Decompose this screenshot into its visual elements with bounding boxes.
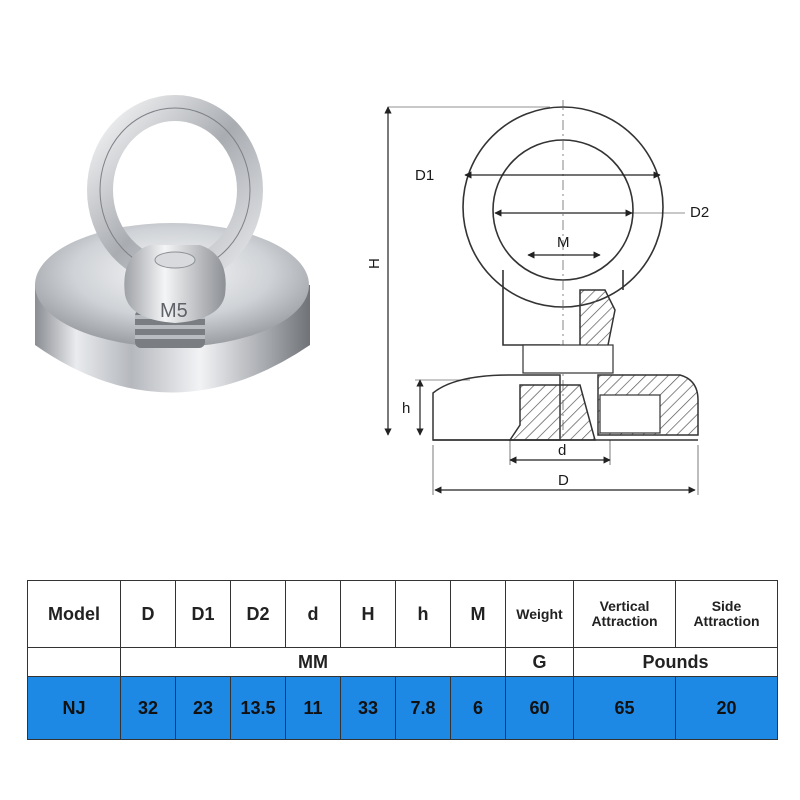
header-side-attraction: Side Attraction bbox=[675, 580, 778, 648]
header-vertical-attraction: Vertical Attraction bbox=[573, 580, 676, 648]
header-vertical-line1: Vertical bbox=[599, 598, 650, 614]
label-H: H bbox=[366, 258, 383, 269]
unit-blank bbox=[27, 647, 121, 677]
value-D1: 23 bbox=[175, 676, 231, 740]
value-vertical: 65 bbox=[573, 676, 676, 740]
label-d: d bbox=[558, 442, 566, 459]
header-side-line1: Side bbox=[711, 598, 742, 614]
header-d: d bbox=[285, 580, 341, 648]
unit-weight: G bbox=[505, 647, 574, 677]
label-M: M bbox=[557, 234, 570, 251]
value-h: 7.8 bbox=[395, 676, 451, 740]
technical-drawing: D1 D2 M H h d D bbox=[366, 100, 709, 495]
base-section bbox=[432, 289, 699, 441]
value-D2: 13.5 bbox=[230, 676, 286, 740]
value-side: 20 bbox=[675, 676, 778, 740]
header-D1: D1 bbox=[175, 580, 231, 648]
eye-ring bbox=[87, 95, 263, 323]
dimension-lines bbox=[384, 106, 699, 495]
label-D2: D2 bbox=[690, 204, 709, 221]
thread-marking: M5 bbox=[160, 300, 188, 322]
value-D: 32 bbox=[120, 676, 176, 740]
value-model: NJ bbox=[27, 676, 121, 740]
header-row: Model D D1 D2 d H h M Weight Vertical At… bbox=[27, 580, 778, 648]
header-side-line2: Attraction bbox=[693, 613, 760, 629]
value-weight: 60 bbox=[505, 676, 574, 740]
header-vertical-line2: Attraction bbox=[591, 613, 658, 629]
value-H: 33 bbox=[340, 676, 396, 740]
unit-force: Pounds bbox=[573, 647, 778, 677]
product-photo: M5 bbox=[35, 95, 310, 393]
header-D: D bbox=[120, 580, 176, 648]
spec-table: Model D D1 D2 d H h M Weight Vertical At… bbox=[27, 580, 778, 740]
header-H: H bbox=[340, 580, 396, 648]
unit-row: MM G Pounds bbox=[27, 647, 778, 677]
value-d: 11 bbox=[285, 676, 341, 740]
header-h: h bbox=[395, 580, 451, 648]
header-model: Model bbox=[27, 580, 121, 648]
header-M: M bbox=[450, 580, 506, 648]
header-D2: D2 bbox=[230, 580, 286, 648]
unit-dimensions: MM bbox=[120, 647, 506, 677]
value-M: 6 bbox=[450, 676, 506, 740]
header-weight: Weight bbox=[505, 580, 574, 648]
label-h: h bbox=[402, 400, 410, 417]
table-row: NJ 32 23 13.5 11 33 7.8 6 60 65 20 bbox=[27, 676, 778, 740]
label-D: D bbox=[558, 472, 569, 489]
label-D1: D1 bbox=[415, 167, 434, 184]
